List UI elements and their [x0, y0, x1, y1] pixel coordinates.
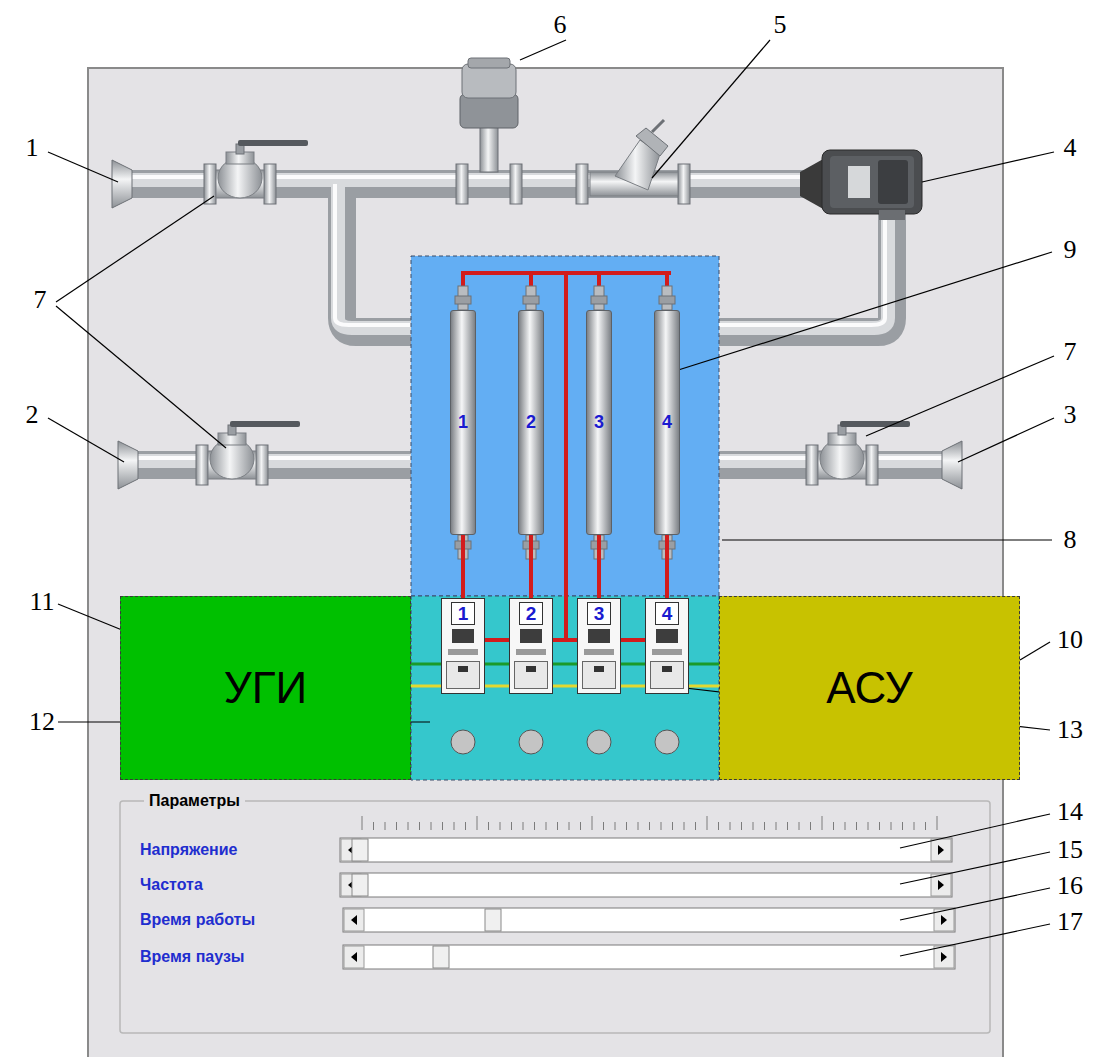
leader-lines [48, 40, 1054, 956]
unit-number: 2 [519, 602, 544, 625]
indicator-lamps [451, 730, 679, 754]
unit-panel [516, 649, 546, 655]
callout-number: 7 [34, 286, 47, 314]
pipe-inlet [118, 441, 138, 489]
flow-meter [456, 58, 522, 204]
slider-label: Время паузы [140, 947, 245, 967]
tube-number: 3 [594, 412, 604, 433]
tube-number: 2 [526, 412, 536, 433]
tube-fittings [455, 286, 675, 559]
y-strainer [576, 120, 690, 204]
tube-number: 4 [662, 412, 672, 433]
panel-background [88, 68, 1003, 1057]
measuring-unit: 4 [645, 598, 689, 694]
pump-motor [800, 150, 922, 220]
unit-number: 1 [451, 602, 476, 625]
system-block: УГИ [120, 596, 411, 780]
callout-number: 12 [29, 708, 55, 736]
callout-number: 6 [554, 11, 567, 39]
callout-number: 4 [1064, 134, 1077, 162]
callout-number: 13 [1057, 716, 1083, 744]
unit-panel [588, 629, 610, 643]
manifold-line [461, 273, 671, 640]
unit-panel [448, 649, 478, 655]
slider-label: Частота [140, 875, 203, 895]
pipe-outlet [942, 441, 962, 489]
sensor-tube: 2 [518, 310, 544, 535]
unit-number: 4 [655, 602, 680, 625]
pipe-inlet [112, 160, 132, 208]
unit-display [594, 666, 604, 672]
unit-panel [652, 649, 682, 655]
callout-number: 5 [774, 11, 787, 39]
unit-panel [520, 629, 542, 643]
sensor-tube: 4 [654, 310, 680, 535]
block-title: УГИ [224, 663, 307, 713]
ball-valve [204, 140, 308, 204]
red-line [529, 535, 533, 598]
red-line [597, 535, 601, 598]
measuring-unit: 2 [509, 598, 553, 694]
callout-number: 14 [1057, 798, 1083, 826]
unit-display [662, 666, 672, 672]
ball-valve [806, 421, 910, 485]
ball-valve [196, 421, 300, 485]
tube-number: 1 [458, 412, 468, 433]
callout-number: 3 [1064, 401, 1077, 429]
unit-display [526, 666, 536, 672]
slider-ticks [362, 816, 937, 830]
red-line [665, 535, 669, 598]
callout-number: 17 [1057, 908, 1083, 936]
callout-number: 11 [29, 588, 54, 616]
measuring-unit: 3 [577, 598, 621, 694]
sensor-tube: 3 [586, 310, 612, 535]
callout-number: 16 [1057, 872, 1083, 900]
unit-panel [656, 629, 678, 643]
callout-number: 7 [1064, 338, 1077, 366]
unit-number: 3 [587, 602, 612, 625]
callout-number: 2 [26, 401, 39, 429]
slider-label: Время работы [140, 910, 255, 930]
unit-display [458, 666, 468, 672]
callout-number: 10 [1057, 626, 1083, 654]
sliders [340, 838, 955, 969]
unit-panel [452, 629, 474, 643]
callout-number: 1 [26, 134, 39, 162]
block-title: АСУ [826, 663, 913, 713]
group-heading: Параметры [144, 790, 245, 812]
callout-number: 15 [1057, 836, 1083, 864]
slider-label: Напряжение [140, 840, 237, 860]
callout-number: 9 [1064, 236, 1077, 264]
system-block: АСУ [719, 596, 1020, 780]
sensor-tube: 1 [450, 310, 476, 535]
unit-panel [584, 649, 614, 655]
red-line [461, 535, 465, 598]
callout-number: 8 [1064, 526, 1077, 554]
measuring-unit: 1 [441, 598, 485, 694]
group-frame [120, 801, 990, 1033]
